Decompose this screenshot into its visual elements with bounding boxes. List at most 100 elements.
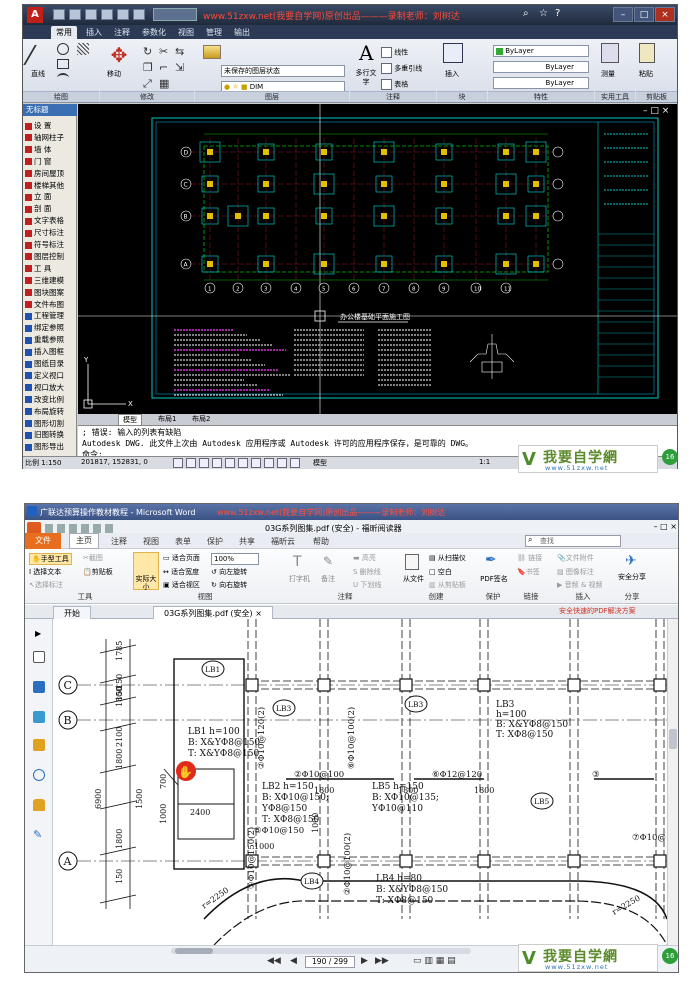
signature-icon[interactable]: ✎ bbox=[33, 828, 43, 841]
trim-icon[interactable]: ✂ bbox=[159, 45, 169, 58]
undo-icon[interactable] bbox=[117, 9, 129, 20]
side-menu-item[interactable]: 剖 面 bbox=[25, 203, 51, 215]
help-icon[interactable]: ? bbox=[555, 8, 561, 19]
quick-access-toolbar[interactable] bbox=[45, 524, 115, 534]
hand-tool-button[interactable]: ✋手型工具 bbox=[29, 553, 72, 565]
rotate-left-button[interactable]: ↺ 向左旋转 bbox=[211, 568, 248, 576]
clipboard-button[interactable]: 📋剪贴板 bbox=[83, 568, 113, 576]
file-attach-button[interactable]: 📎文件附件 bbox=[557, 554, 594, 562]
new-file-icon[interactable] bbox=[53, 9, 65, 20]
actual-size-button[interactable]: 实际大小 bbox=[133, 552, 159, 591]
blank-button[interactable]: □ 空白 bbox=[429, 568, 452, 576]
status-toggle-icon[interactable] bbox=[225, 458, 235, 468]
cmd-prompt[interactable]: 命令: bbox=[82, 450, 103, 459]
menu-home[interactable]: 主页 bbox=[69, 533, 99, 549]
prev-page-button[interactable]: ◀ bbox=[290, 956, 297, 966]
measure-icon[interactable] bbox=[601, 43, 619, 63]
typewriter-label[interactable]: 打字机 bbox=[289, 575, 310, 583]
last-page-button[interactable]: ▶▶ bbox=[375, 956, 389, 966]
vertical-scrollbar[interactable] bbox=[667, 619, 678, 945]
layer-state-combo[interactable]: 未保存的图层状态 bbox=[221, 65, 345, 77]
highlight-button[interactable]: ▬ 高亮 bbox=[353, 554, 376, 562]
tab-layout1[interactable]: 布局1 bbox=[158, 415, 177, 423]
menu-comment[interactable]: 注释 bbox=[111, 537, 127, 546]
audio-video-button[interactable]: ▶ 音频 & 视频 bbox=[557, 581, 603, 589]
select-text-button[interactable]: I 选择文本 bbox=[29, 568, 62, 576]
workspace-dropdown[interactable] bbox=[153, 8, 197, 21]
pdf-sign-label[interactable]: PDF签名 bbox=[480, 575, 508, 583]
tab-home[interactable]: 常用 bbox=[51, 26, 77, 39]
side-menu-item[interactable]: 布局旋转 bbox=[25, 406, 64, 418]
attachments-icon[interactable] bbox=[33, 769, 45, 781]
side-menu-item[interactable]: 定义视口 bbox=[25, 370, 64, 382]
paste-icon[interactable] bbox=[639, 43, 655, 63]
side-menu-item[interactable]: 旧图转换 bbox=[25, 429, 64, 441]
panel-label-clipboard[interactable]: 剪贴板 bbox=[636, 91, 677, 102]
side-menu-item[interactable]: 楼梯其他 bbox=[25, 180, 64, 192]
h-scrollbar-thumb[interactable] bbox=[175, 948, 213, 954]
side-menu-item[interactable]: 图层控制 bbox=[25, 251, 64, 263]
layer-properties-icon[interactable] bbox=[203, 45, 221, 59]
color-combo[interactable]: ByLayer bbox=[493, 45, 589, 57]
menu-form[interactable]: 表单 bbox=[175, 537, 191, 546]
side-menu-item[interactable]: 视口放大 bbox=[25, 382, 64, 394]
copy-icon[interactable]: ❐ bbox=[143, 61, 153, 74]
move-icon[interactable]: ✥ bbox=[110, 43, 128, 67]
view-mode-icons[interactable]: ▭ ▥ ▦ ▤ bbox=[413, 956, 456, 966]
tab-start[interactable]: 开始 bbox=[53, 606, 91, 619]
side-menu-item[interactable]: 绑定参照 bbox=[25, 322, 64, 334]
note-icon[interactable]: ✎ bbox=[323, 554, 334, 568]
rotate-right-button[interactable]: ↻ 向右旋转 bbox=[211, 581, 248, 589]
tab-layout2[interactable]: 布局2 bbox=[192, 415, 211, 423]
next-page-button[interactable]: ▶ bbox=[361, 956, 368, 966]
rectangle-icon[interactable] bbox=[57, 59, 69, 69]
tab-output[interactable]: 输出 bbox=[234, 28, 250, 37]
tab-parametric[interactable]: 参数化 bbox=[142, 28, 166, 37]
side-menu-item[interactable]: 文件布图 bbox=[25, 299, 64, 311]
scrollbar-thumb[interactable] bbox=[669, 729, 677, 749]
zoom-combo[interactable]: 100% bbox=[211, 553, 259, 565]
secure-share-icon[interactable]: ✈ bbox=[625, 553, 637, 569]
table-button[interactable]: 表格 bbox=[381, 79, 408, 90]
rotate-icon[interactable]: ↻ bbox=[143, 45, 153, 58]
first-page-button[interactable]: ◀◀ bbox=[267, 956, 281, 966]
menu-protect[interactable]: 保护 bbox=[207, 537, 223, 546]
panel-label-properties[interactable]: 特性 bbox=[488, 91, 594, 102]
line-tool-icon[interactable] bbox=[23, 45, 55, 65]
linear-dim-button[interactable]: 线性 bbox=[381, 47, 408, 58]
side-menu-item[interactable]: 轴网柱子 bbox=[25, 132, 64, 144]
panel-label-layers[interactable]: 图层 bbox=[195, 91, 349, 102]
annotation-scale[interactable]: 1:1 bbox=[479, 458, 491, 466]
minimize-button[interactable]: – bbox=[613, 7, 633, 22]
side-menu-item[interactable]: 图纸目录 bbox=[25, 358, 64, 370]
from-file-label[interactable]: 从文件 bbox=[403, 575, 424, 583]
status-toggle-icon[interactable] bbox=[173, 458, 183, 468]
search-input[interactable]: 查找 bbox=[525, 535, 621, 547]
array-icon[interactable]: ▦ bbox=[159, 77, 170, 90]
arc-icon[interactable] bbox=[57, 73, 69, 83]
tab-manage[interactable]: 管理 bbox=[206, 28, 222, 37]
horizontal-scrollbar[interactable] bbox=[171, 948, 471, 954]
fillet-icon[interactable]: ⌐ bbox=[159, 61, 169, 74]
redo-icon[interactable] bbox=[133, 9, 145, 20]
pages-icon[interactable] bbox=[33, 681, 45, 693]
multileader-button[interactable]: 多重引线 bbox=[381, 63, 422, 74]
snapshot-button[interactable]: ✂截图 bbox=[83, 554, 103, 562]
autocad-logo-icon[interactable]: A bbox=[27, 7, 43, 23]
page-thumbnail-icon[interactable] bbox=[33, 651, 45, 663]
side-menu-item[interactable]: 房间屋顶 bbox=[25, 168, 64, 180]
maximize-button[interactable]: □ bbox=[634, 7, 654, 22]
circle-icon[interactable] bbox=[57, 43, 69, 55]
select-annotation-button[interactable]: ↖选择标注 bbox=[29, 581, 63, 589]
from-clipboard-button[interactable]: ▥ 从剪贴板 bbox=[429, 581, 466, 589]
fit-visible-button[interactable]: ▣ 适合视区 bbox=[163, 581, 200, 589]
panel-label-block[interactable]: 块 bbox=[437, 91, 487, 102]
side-menu-item[interactable]: 墙 体 bbox=[25, 144, 51, 156]
bookmark-button[interactable]: 🔖书签 bbox=[517, 568, 540, 576]
side-menu-item[interactable]: 图形导出 bbox=[25, 441, 64, 453]
side-menu-item[interactable]: 门 窗 bbox=[25, 156, 51, 168]
scale-display[interactable]: 比例 1:150 bbox=[25, 459, 62, 467]
model-space-button[interactable]: 模型 bbox=[313, 459, 327, 467]
side-menu-item[interactable]: 设 置 bbox=[25, 120, 51, 132]
